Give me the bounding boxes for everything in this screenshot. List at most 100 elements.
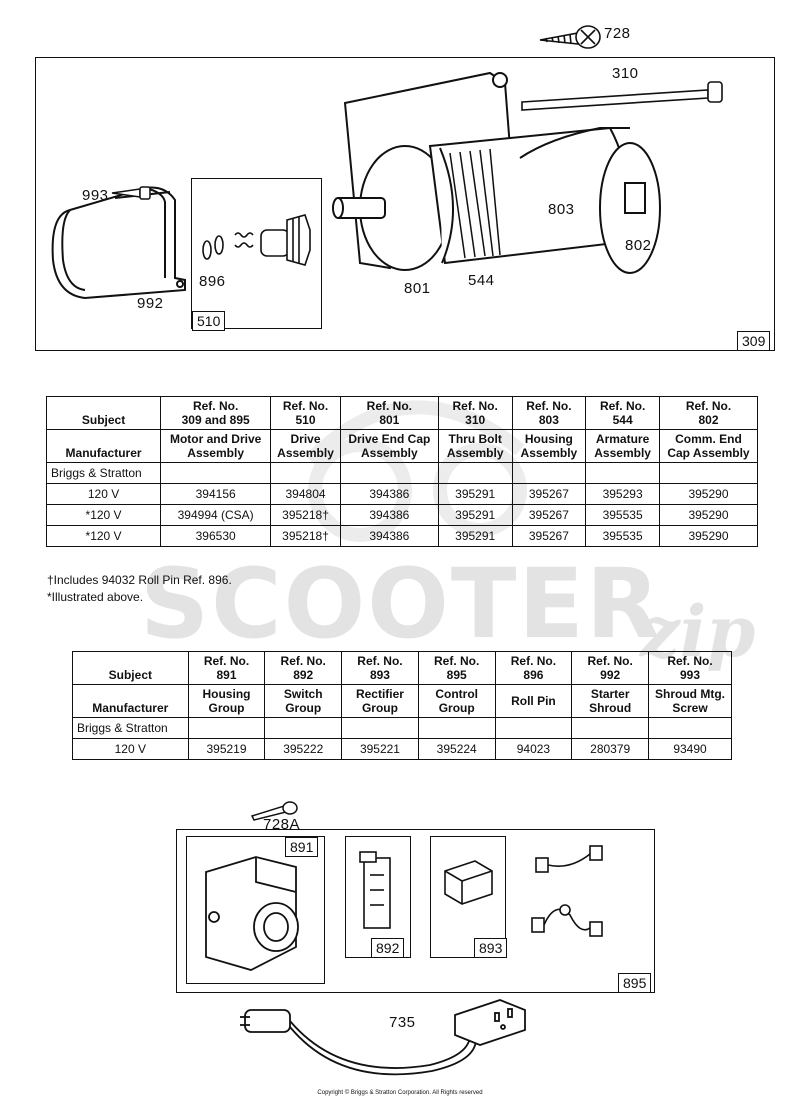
watermark-brand: SCOOTER [140,548,662,660]
part-number-cell: 94023 [494,738,573,760]
part-number-cell: 395267 [511,483,587,505]
power-cord-735-icon [240,999,526,1076]
col-header-ref: Ref. No.895 [417,651,496,685]
part-number-cell: 395290 [658,525,759,547]
footnote-illustrated: *Illustrated above. [47,590,144,604]
part-number-cell: 395218† [270,525,341,547]
col-header-desc: Rectifier Group [341,684,419,718]
ref-803: 803 [548,201,575,218]
rectifier-group-icon [444,860,493,905]
col-header-ref: Ref. No.993 [648,651,732,685]
copyright-notice: Copyright © Briggs & Stratton Corporatio… [317,1090,483,1096]
subject-cell: 120 V [45,483,162,505]
table-row: 120 V 394156 394804 394386 395291 395267… [45,483,759,505]
subject-cell: *120 V [45,504,162,526]
ref-309-tag: 309 [737,331,771,351]
switch-group-icon [359,851,391,929]
part-number-cell: 395535 [585,504,660,526]
col-header-desc: Housing Assembly [511,429,587,463]
part-number-cell: 93490 [648,738,732,760]
col-header-desc: Thru Bolt Assembly [437,429,513,463]
part-number-cell: 395267 [511,504,587,526]
part-number-cell: 394994 (CSA) [160,504,272,526]
footnote-roll-pin: †Includes 94032 Roll Pin Ref. 896. [47,573,232,587]
col-header-ref: Ref. No.892 [264,651,343,685]
col-header-desc: Starter Shroud [571,684,650,718]
manufacturer-name: Briggs & Stratton [45,462,162,484]
col-header-ref: Ref. No.309 and 895 [160,396,272,430]
col-header-ref: Ref. No.802 [658,396,759,430]
part-number-cell: 395290 [658,483,759,505]
table-row: 120 V 395219 395222 395221 395224 94023 … [72,738,732,760]
ref-893-tag: 893 [474,938,508,958]
table-row: Briggs & Stratton [45,462,759,484]
part-number-cell: 395218† [270,504,341,526]
ref-993: 993 [82,187,109,204]
part-number-cell: 395291 [437,525,513,547]
table-row: Subject Ref. No.891 Ref. No.892 Ref. No.… [72,651,732,685]
col-header-desc: Control Group [417,684,496,718]
col-header-ref: Ref. No.893 [341,651,419,685]
col-header-desc: Armature Assembly [585,429,660,463]
manufacturer-header: Manufacturer [72,684,189,718]
starter-shroud-992-icon [51,186,186,300]
manufacturer-name: Briggs & Stratton [72,717,189,739]
part-number-cell: 394804 [270,483,341,505]
manufacturer-header: Manufacturer [45,429,162,463]
rectifier-893-frame [430,836,506,958]
col-header-desc: Housing Group [187,684,266,718]
drive-assembly-510-frame [191,178,322,329]
screw-728-icon [539,25,601,49]
part-number-cell: 394156 [160,483,272,505]
ref-728: 728 [604,25,631,42]
motor-assembly-frame [35,57,775,351]
ref-892-tag: 892 [371,938,405,958]
ref-895-tag: 895 [618,973,652,993]
part-number-cell: 394386 [339,483,439,505]
subject-cell: *120 V [45,525,162,547]
ref-896: 896 [199,273,226,290]
ref-891-tag: 891 [285,837,319,857]
part-number-cell: 395267 [511,525,587,547]
part-number-cell: 395290 [658,504,759,526]
subject-cell: 120 V [72,738,189,760]
col-header-desc: Roll Pin [494,684,573,718]
motor-parts-table: Subject Ref. No.309 and 895 Ref. No.510 … [45,396,759,547]
part-number-cell: 395222 [264,738,343,760]
part-number-cell: 395221 [341,738,419,760]
control-parts-table: Subject Ref. No.891 Ref. No.892 Ref. No.… [72,651,732,760]
housing-891-frame [186,836,325,984]
starter-motor-icon [332,71,661,274]
screw-993-icon [111,186,151,200]
part-number-cell: 394386 [339,504,439,526]
col-header-desc: Drive End Cap Assembly [339,429,439,463]
part-number-cell: 395291 [437,504,513,526]
screw-728a-icon [250,801,298,821]
part-number-cell: 395293 [585,483,660,505]
col-header-ref: Ref. No.803 [511,396,587,430]
table-row: Subject Ref. No.309 and 895 Ref. No.510 … [45,396,759,430]
drive-assembly-parts-icon [202,214,311,266]
col-header-ref: Ref. No.896 [494,651,573,685]
col-header-ref: Ref. No.801 [339,396,439,430]
part-number-cell: 396530 [160,525,272,547]
part-number-cell: 395219 [187,738,266,760]
part-number-cell: 280379 [571,738,650,760]
col-header-ref: Ref. No.544 [585,396,660,430]
part-number-cell: 395224 [417,738,496,760]
part-number-cell: 395291 [437,483,513,505]
ref-735: 735 [389,1014,416,1031]
col-header-desc: Comm. End Cap Assembly [658,429,759,463]
thru-bolt-310-icon [521,81,723,111]
ref-801: 801 [404,280,431,297]
col-header-desc: Switch Group [264,684,343,718]
col-header-desc: Drive Assembly [270,429,341,463]
col-header-desc: Shroud Mtg. Screw [648,684,732,718]
col-header-ref: Ref. No.310 [437,396,513,430]
col-header-ref: Ref. No.992 [571,651,650,685]
ref-510-tag: 510 [192,311,226,331]
table-row: *120 V 394994 (CSA) 395218† 394386 39529… [45,504,759,526]
ref-310: 310 [612,65,639,82]
table-row: Briggs & Stratton [72,717,732,739]
ref-992: 992 [137,295,164,312]
